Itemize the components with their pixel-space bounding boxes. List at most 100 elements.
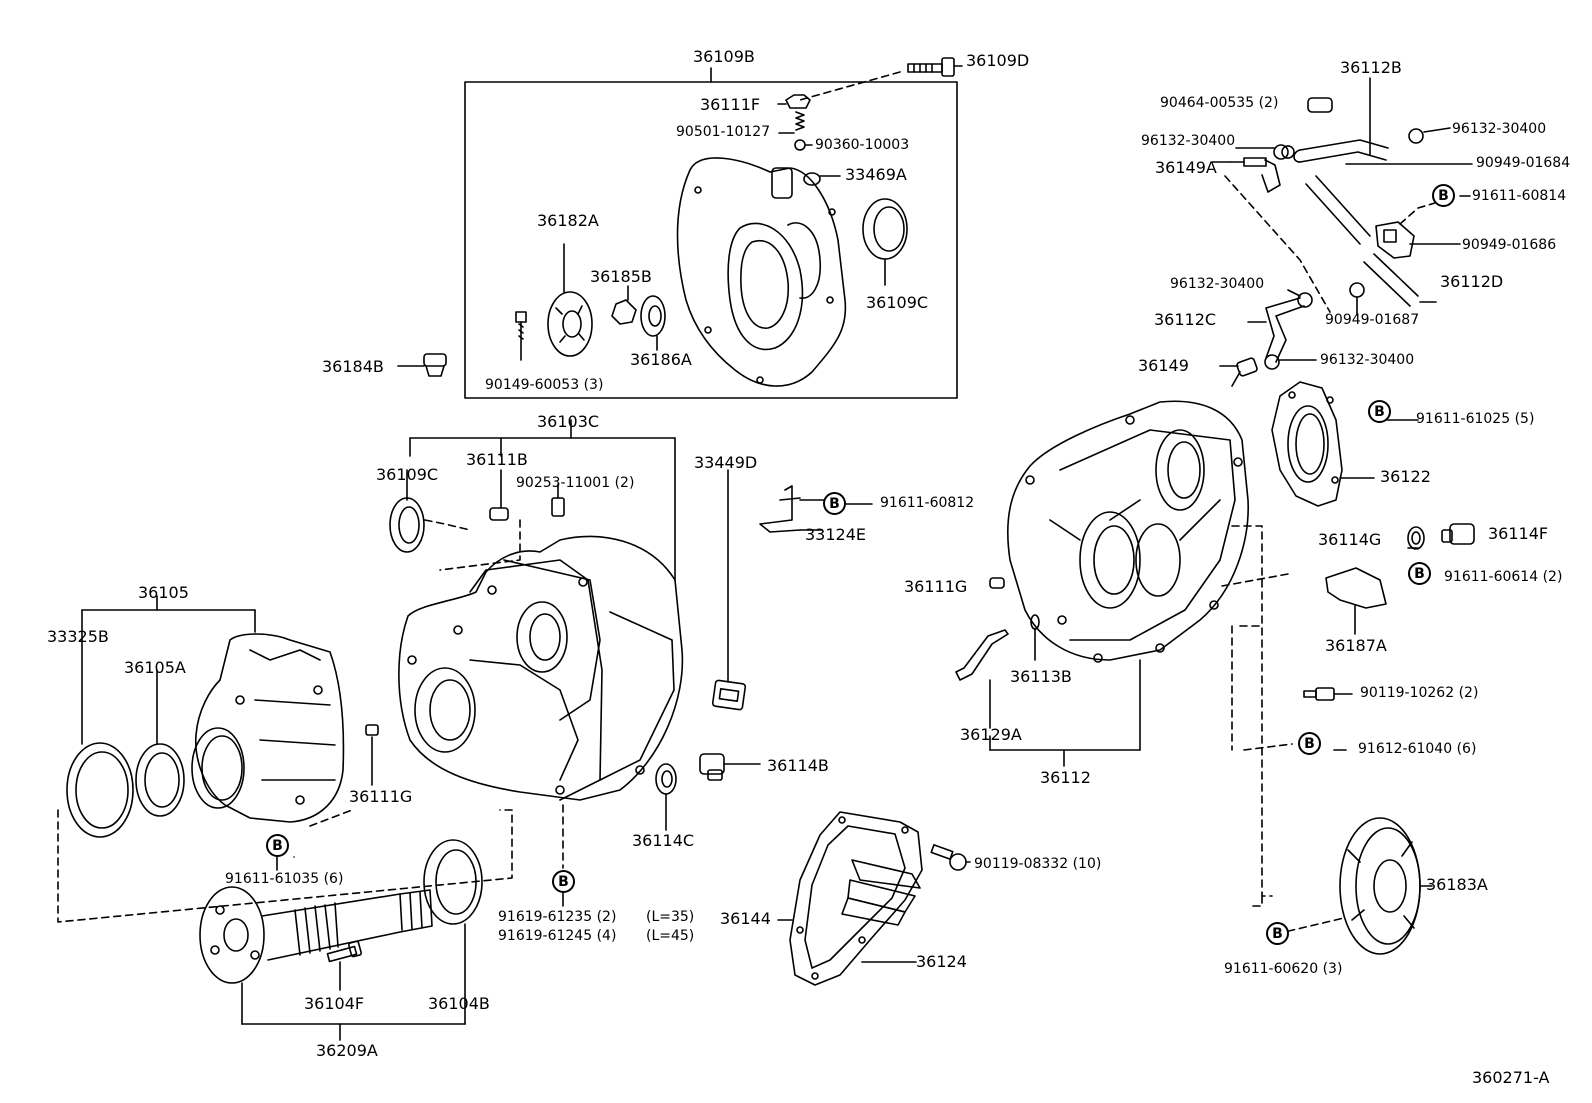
label-36114C: 36114C: [632, 831, 695, 850]
pin-36111G: [365, 724, 379, 736]
b-circle: B: [552, 870, 575, 893]
bolt-36109D: [907, 57, 963, 77]
label-96132-30400-a: 96132-30400: [1141, 133, 1236, 149]
hose-36112D: [1305, 175, 1419, 307]
pin-90253-11001: [551, 497, 565, 517]
b-circle: B: [1408, 562, 1431, 585]
output-shaft-36209A: [199, 886, 433, 984]
seal-36105A: [135, 743, 185, 817]
label-36109B: 36109B: [693, 47, 755, 66]
clamp-96132-30400-b: [1408, 128, 1424, 144]
label-36114F: 36114F: [1488, 524, 1549, 543]
label-36111G: 36111G: [349, 787, 413, 806]
diagram-id: 360271-A: [1472, 1068, 1550, 1087]
front-case-36112: [1007, 400, 1249, 663]
b-circle: B: [1298, 732, 1321, 755]
tag-33449D: [711, 679, 747, 711]
ring-36186A: [640, 295, 666, 337]
label-90119-08332: 90119-08332 (10): [974, 856, 1102, 872]
label-36112B: 36112B: [1340, 58, 1402, 77]
label-90949-01687: 90949-01687: [1325, 312, 1420, 328]
sensor-36149: [1219, 357, 1258, 387]
label-36149A: 36149A: [1155, 158, 1217, 177]
label-90119-10262: 90119-10262 (2): [1360, 685, 1479, 701]
label-33325B: 33325B: [47, 627, 109, 646]
breather-36184B: [397, 353, 447, 377]
hose-36112B: [1293, 139, 1389, 163]
label-36105A: 36105A: [124, 658, 186, 677]
label-36111B: 36111B: [466, 450, 528, 469]
label-36109D: 36109D: [966, 51, 1030, 70]
transfer-case-36103C: [398, 535, 684, 801]
label-91612-61040: 91612-61040 (6): [1358, 741, 1477, 757]
gear-36182A: [547, 243, 593, 357]
label-36114G: 36114G: [1318, 530, 1382, 549]
label-36105: 36105: [138, 583, 189, 602]
label-96132-30400-c: 96132-30400: [1170, 276, 1265, 292]
label-36111G-right: 36111G: [904, 577, 968, 596]
clamp-96132-30400-c: [1297, 292, 1313, 308]
pin-36111G-right: [989, 577, 1005, 589]
label-36112: 36112: [1040, 768, 1091, 787]
clamp-96132-30400-a: [1281, 145, 1295, 159]
label-90501-10127: 90501-10127: [676, 124, 771, 140]
plate-36187A: [1325, 567, 1387, 609]
label-36114B: 36114B: [767, 756, 829, 775]
label-91619-61235: 91619-61235 (2): [498, 909, 617, 925]
extension-housing-36105: [191, 633, 345, 823]
label-36186A: 36186A: [630, 350, 692, 369]
label-91611-61025: 91611-61025 (5): [1416, 411, 1535, 427]
bracket-90949-01686: [1375, 221, 1415, 259]
seal-36104B: [423, 839, 483, 925]
label-36109C: 36109C: [376, 465, 439, 484]
label-91611-60614: 91611-60614 (2): [1444, 569, 1563, 585]
plate-36183A: [1339, 817, 1421, 955]
clip-90949-01687: [1349, 282, 1365, 298]
bracket-33124E: [759, 485, 827, 533]
label-91611-61035: 91611-61035 (6): [225, 871, 344, 887]
plug-36114B: [699, 753, 761, 781]
label-36122: 36122: [1380, 467, 1431, 486]
seal-33325B: [66, 742, 134, 838]
clamp-96132-30400-d: [1264, 354, 1280, 370]
part-36185B: [611, 299, 637, 325]
label-36182A: 36182A: [537, 211, 599, 230]
plug-36114F: [1441, 523, 1475, 545]
label-33469A: 33469A: [845, 165, 907, 184]
label-91611-60620: 91611-60620 (3): [1224, 961, 1343, 977]
label-90253-11001: 90253-11001 (2): [516, 475, 635, 491]
label-36104F: 36104F: [304, 994, 365, 1013]
b-circle: B: [823, 492, 846, 515]
label-96132-30400-b: 96132-30400: [1452, 121, 1547, 137]
label-36149: 36149: [1138, 356, 1189, 375]
label-90149-60053: 90149-60053 (3): [485, 377, 604, 393]
b-circle: B: [1432, 184, 1455, 207]
label-36185B: 36185B: [590, 267, 652, 286]
ring-36114G: [1407, 526, 1425, 550]
label-36104B: 36104B: [428, 994, 490, 1013]
b-circle: B: [266, 834, 289, 857]
label-36129A: 36129A: [960, 725, 1022, 744]
pin-36111B: [489, 507, 509, 521]
extension-housing-inset: [676, 157, 847, 387]
label-36124: 36124: [916, 952, 967, 971]
b-circle: B: [1266, 922, 1289, 945]
plug-36111F: [777, 94, 813, 151]
clip-90464-00535: [1307, 97, 1333, 113]
label-33449D: 33449D: [694, 453, 758, 472]
label-36103C: 36103C: [537, 412, 600, 431]
label-36184B: 36184B: [322, 357, 384, 376]
cover-36122: [1271, 381, 1343, 507]
label-36113B: 36113B: [1010, 667, 1072, 686]
hose-36112C: [1265, 297, 1305, 363]
label-36112C: 36112C: [1154, 310, 1217, 329]
label-91619-61245: 91619-61245 (4): [498, 928, 617, 944]
pipe-36129A: [955, 629, 1009, 681]
bolt-36104F: [326, 940, 362, 991]
label-90949-01686: 90949-01686: [1462, 237, 1557, 253]
label-96132-30400-d: 96132-30400: [1320, 352, 1415, 368]
label-90360-10003: 90360-10003: [815, 137, 910, 153]
label-90949-01684: 90949-01684: [1476, 155, 1571, 171]
